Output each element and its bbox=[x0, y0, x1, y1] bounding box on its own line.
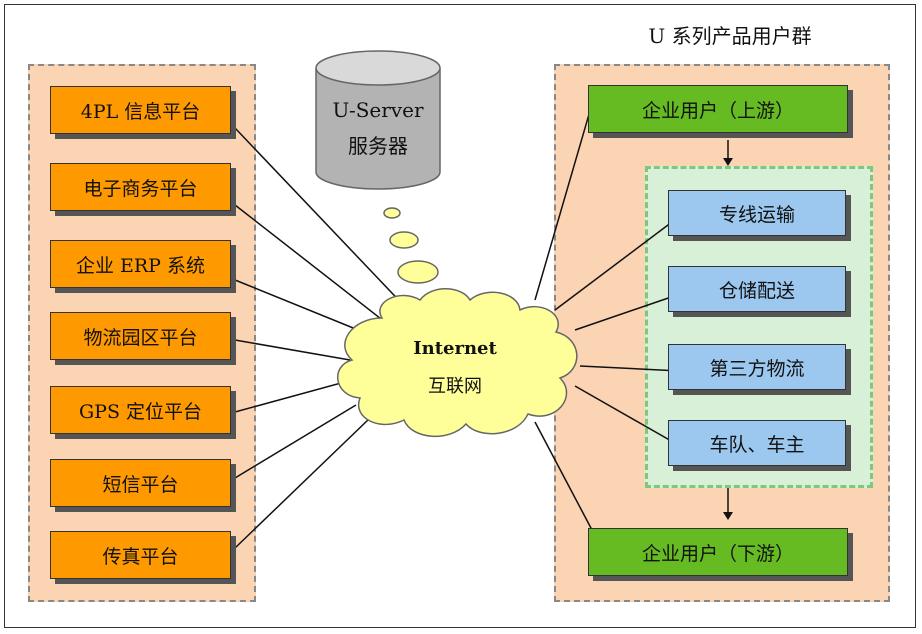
bubble-small bbox=[383, 207, 401, 219]
bubble-large bbox=[397, 260, 439, 284]
server-subtitle: 服务器 bbox=[348, 134, 408, 158]
link-4pl bbox=[234, 127, 411, 313]
link-disanfang bbox=[579, 365, 681, 372]
link-fax bbox=[234, 417, 371, 549]
platform-sms: 短信平台 bbox=[50, 459, 231, 507]
enterprise-upstream: 企业用户（上游） bbox=[588, 85, 848, 133]
cloud-subtitle: 互联网 bbox=[428, 376, 482, 397]
platform-fax: 传真平台 bbox=[50, 531, 231, 579]
link-sms bbox=[234, 404, 357, 479]
platform-4pl: 4PL 信息平台 bbox=[50, 86, 231, 134]
service-chedui: 车队、车主 bbox=[668, 420, 846, 466]
cloud-name: Internet bbox=[413, 338, 497, 359]
arrow-head-down bbox=[723, 512, 733, 520]
platform-erp: 企业 ERP 系统 bbox=[50, 240, 231, 288]
link-ecommerce bbox=[234, 204, 386, 323]
platform-logistics-park: 物流园区平台 bbox=[50, 312, 231, 360]
service-disanfang: 第三方物流 bbox=[668, 344, 846, 390]
bubble-medium bbox=[389, 231, 419, 249]
link-gps bbox=[234, 379, 353, 413]
platform-ecommerce: 电子商务平台 bbox=[50, 163, 231, 211]
server-name: U-Server bbox=[332, 98, 424, 122]
link-upstream bbox=[534, 103, 593, 301]
platform-gps: GPS 定位平台 bbox=[50, 386, 231, 434]
internet-cloud-icon bbox=[336, 288, 578, 437]
group-title: U 系列产品用户群 bbox=[648, 24, 812, 48]
service-cangchu: 仓储配送 bbox=[668, 266, 846, 312]
link-downstream bbox=[534, 421, 593, 531]
arrow-head-up bbox=[723, 158, 733, 166]
link-zhuanxian bbox=[554, 215, 681, 311]
server-cylinder-icon bbox=[315, 50, 441, 190]
enterprise-downstream: 企业用户（下游） bbox=[588, 528, 848, 576]
diagram-frame bbox=[4, 4, 916, 628]
link-park bbox=[234, 339, 351, 361]
link-chedui bbox=[574, 385, 681, 447]
link-cangchu bbox=[574, 293, 681, 331]
link-erp bbox=[234, 279, 369, 335]
service-zhuanxian: 专线运输 bbox=[668, 190, 846, 236]
